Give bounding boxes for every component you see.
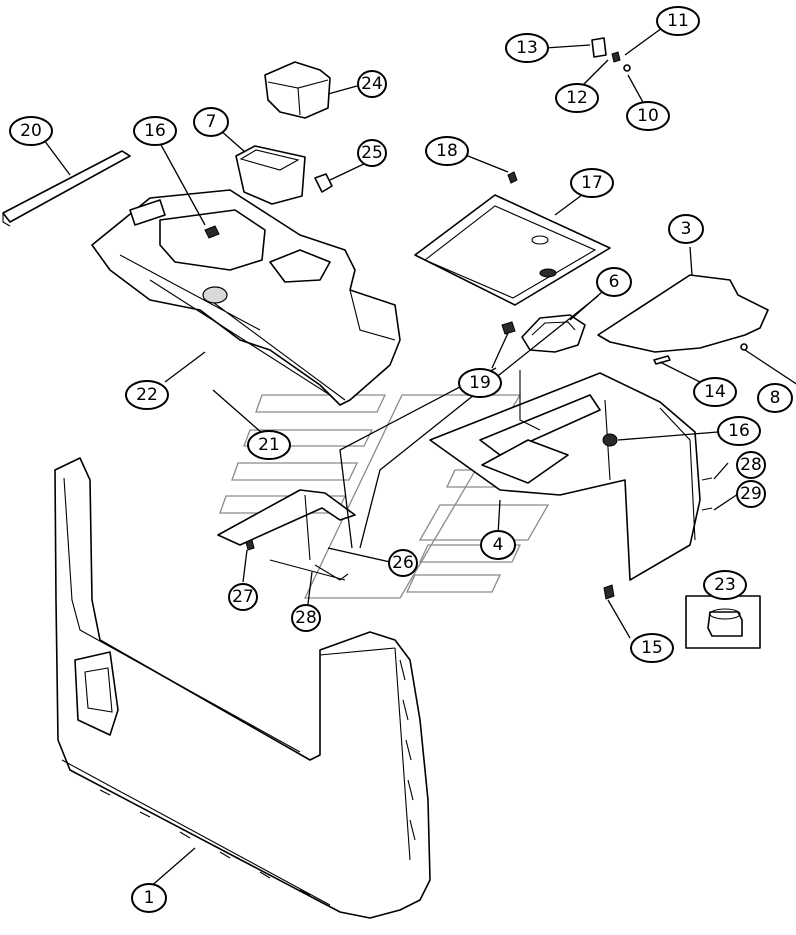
part-1-lower-console-cover <box>54 457 431 919</box>
part-latch-assembly <box>591 37 631 72</box>
svg-text:14: 14 <box>704 382 726 402</box>
callout-6: 6 <box>596 267 632 297</box>
callout-8: 8 <box>757 383 793 413</box>
callout-1: 1 <box>131 883 167 913</box>
svg-text:16: 16 <box>728 421 750 441</box>
callout-19: 19 <box>458 368 502 398</box>
part-20-trim-strip <box>2 150 131 227</box>
callout-13: 13 <box>505 33 549 63</box>
svg-text:18: 18 <box>436 141 458 161</box>
callout-29: 29 <box>736 480 766 508</box>
svg-text:12: 12 <box>566 88 588 108</box>
svg-text:22: 22 <box>136 385 158 405</box>
callout-20: 20 <box>9 116 53 146</box>
svg-text:8: 8 <box>770 388 781 408</box>
svg-text:15: 15 <box>641 638 663 658</box>
svg-text:4: 4 <box>493 535 504 555</box>
callout-16-left: 16 <box>133 116 177 146</box>
svg-text:16: 16 <box>144 121 166 141</box>
svg-text:17: 17 <box>581 173 603 193</box>
callout-22: 22 <box>125 380 169 410</box>
part-7-storage-cup <box>235 145 306 205</box>
callout-25: 25 <box>357 139 387 167</box>
part-23-plug-inset <box>685 595 761 649</box>
svg-text:27: 27 <box>232 587 254 607</box>
callout-11: 11 <box>656 6 700 36</box>
part-upper-console-tray <box>91 189 401 406</box>
svg-text:6: 6 <box>609 272 620 292</box>
part-17-cover-plate <box>414 171 611 306</box>
svg-text:10: 10 <box>637 106 659 126</box>
part-3-mat <box>597 274 769 353</box>
callout-14: 14 <box>693 377 737 407</box>
callout-16-right: 16 <box>717 416 761 446</box>
svg-text:21: 21 <box>258 435 280 455</box>
svg-text:23: 23 <box>714 575 736 595</box>
callout-21: 21 <box>247 430 291 460</box>
svg-text:1: 1 <box>144 888 155 908</box>
svg-text:3: 3 <box>681 219 692 239</box>
svg-text:13: 13 <box>516 38 538 58</box>
part-24-cupholder-insert <box>264 61 331 119</box>
svg-text:26: 26 <box>392 553 414 573</box>
svg-text:20: 20 <box>20 121 42 141</box>
svg-text:11: 11 <box>667 11 689 31</box>
part-25-clip <box>314 173 333 193</box>
callout-7: 7 <box>193 107 229 137</box>
svg-text:7: 7 <box>206 112 217 132</box>
callout-28-right: 28 <box>736 451 766 479</box>
svg-text:28: 28 <box>295 608 317 628</box>
callout-18: 18 <box>425 136 469 166</box>
callout-28-left: 28 <box>291 604 321 632</box>
callout-26: 26 <box>388 549 418 577</box>
part-6-tray-insert <box>521 314 586 353</box>
part-14-8-fasteners <box>653 343 748 365</box>
part-26-support-bracket <box>217 489 356 581</box>
callout-4: 4 <box>480 530 516 560</box>
callout-15: 15 <box>630 633 674 663</box>
callout-17: 17 <box>570 168 614 198</box>
svg-text:28: 28 <box>740 455 762 475</box>
callout-23: 23 <box>703 570 747 600</box>
callout-12: 12 <box>555 83 599 113</box>
part-4-console-bracket-housing <box>429 370 713 600</box>
svg-text:24: 24 <box>361 74 383 94</box>
part-19-nut <box>501 321 516 335</box>
svg-text:29: 29 <box>740 484 762 504</box>
svg-text:19: 19 <box>469 373 491 393</box>
svg-text:25: 25 <box>361 143 383 163</box>
callout-10: 10 <box>626 101 670 131</box>
callout-3: 3 <box>668 214 704 244</box>
callout-27: 27 <box>228 583 258 611</box>
callout-24: 24 <box>357 70 387 98</box>
